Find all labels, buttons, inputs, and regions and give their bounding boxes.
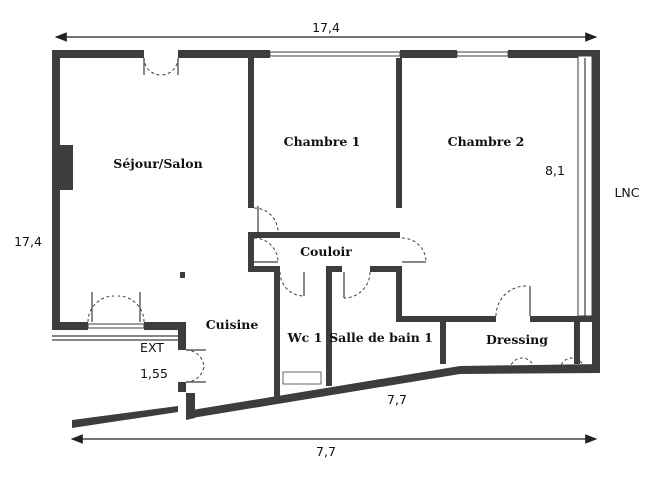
lnc-label: LNC: [614, 185, 639, 200]
interior-walls: [180, 58, 592, 400]
dim-bottom-wall: 7,7: [387, 392, 407, 407]
chambre2-label: Chambre 2: [448, 134, 525, 149]
dim-bottom-width: 7,7: [316, 444, 336, 459]
couloir-label: Couloir: [300, 244, 352, 259]
ext-label: EXT: [140, 340, 164, 355]
windows: [87, 51, 593, 329]
wc-label: Wc 1: [287, 330, 323, 345]
dim-chambre2-side: 8,1: [545, 163, 565, 178]
dim-left-height: 17,4: [14, 234, 42, 249]
cuisine-label: Cuisine: [206, 317, 259, 332]
dim-ext-width: 1,55: [140, 366, 168, 381]
sejour-label: Séjour/Salon: [113, 156, 202, 171]
chambre1-label: Chambre 1: [284, 134, 361, 149]
sdb-label: Salle de bain 1: [329, 330, 433, 345]
outer-walls: [52, 50, 600, 428]
doors: [87, 57, 585, 383]
dressing-label: Dressing: [486, 332, 548, 347]
dim-top-width: 17,4: [312, 20, 340, 35]
